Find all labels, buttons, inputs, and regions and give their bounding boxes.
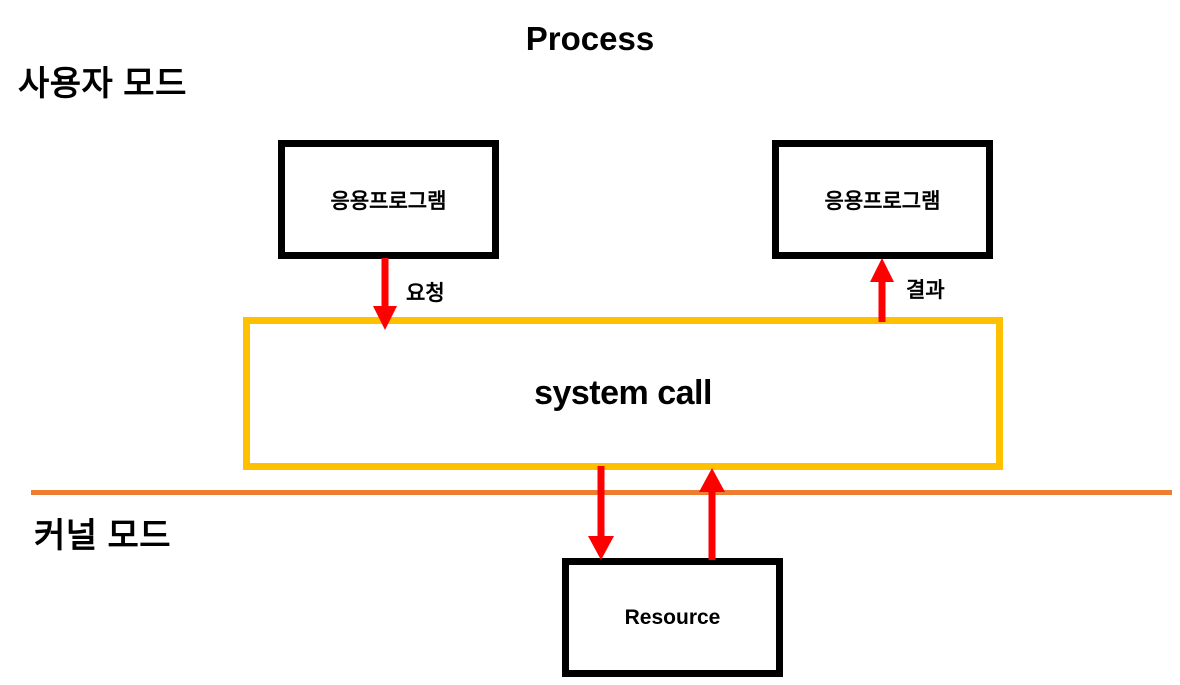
system-call-box: system call: [243, 317, 1003, 470]
resource-request-arrow-icon: [588, 466, 614, 560]
user-mode-label: 사용자 모드: [18, 65, 187, 103]
request-arrow-label: 요청: [406, 282, 445, 305]
application-box-left: 응용프로그램: [278, 140, 499, 259]
result-arrow-label: 결과: [906, 279, 945, 302]
result-arrow-icon: [870, 258, 894, 322]
diagram-title: Process: [525, 20, 655, 57]
resource-box-label: Resource: [624, 605, 721, 629]
application-box-right-label: 응용프로그램: [824, 189, 941, 213]
resource-box: Resource: [562, 558, 783, 677]
mode-divider-line: [31, 490, 1172, 495]
application-box-left-label: 응용프로그램: [330, 189, 447, 213]
application-box-right: 응용프로그램: [772, 140, 993, 259]
kernel-mode-label: 커널 모드: [34, 517, 172, 555]
resource-result-arrow-icon: [699, 468, 725, 560]
system-call-label: system call: [534, 374, 712, 412]
